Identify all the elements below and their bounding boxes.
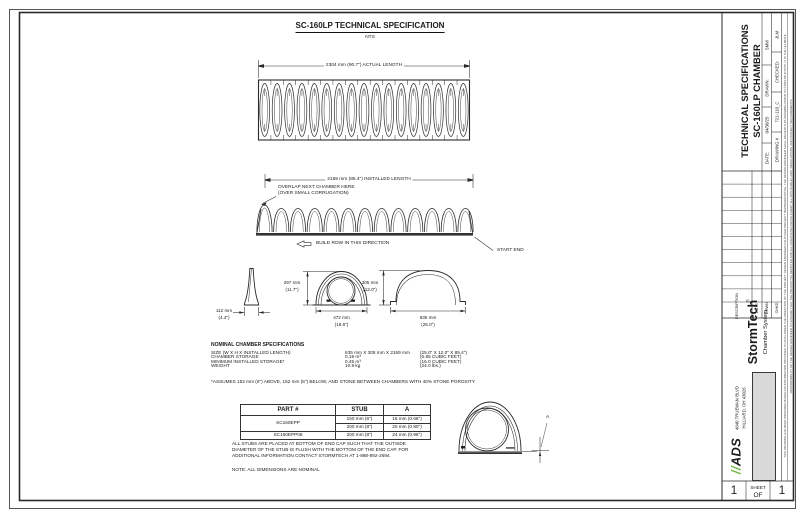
chamber-height-mm: 305 mm [361,280,379,285]
spec-row-size: SIZE (W X H X INSTALLED LENGTH) 635 mm X… [211,350,467,355]
top-view-length-dim: 2304 mm (90.7") ACTUAL LENGTH [323,62,405,68]
spec-metric: 0.19 m³ [345,354,361,359]
col-header-part: PART # [240,404,336,416]
part-number-cell: SC160EPP08 [240,430,336,440]
col-header-stub: STUB [335,404,384,416]
col-header-a: A [383,404,431,416]
stub-cell: 150 mm (6") [335,414,384,424]
brand-registered-mark: ® [745,299,750,303]
endcap-width-in: (18.6") [334,322,349,327]
a-cell: 24 mm (0.96") [383,430,431,440]
disclaimer-column1: THIS DRAWING HAS BEEN PREPARED BASED ON … [782,34,787,458]
spec-imperial: (16.0 CUBIC FEET) [420,358,462,364]
address-line2: HILLIARD, OH 43026 [741,387,747,429]
top-view-drawing [257,60,471,141]
stub-note-line2: DIAMETER OF THE STUB IS FLUSH WITH THE B… [232,447,409,453]
spec-metric: 635 mm X 305 mm X 2169 mm [345,349,410,355]
chamber-width-in: (25.0") [421,322,435,327]
parts-table: PART # STUB A SC160EPP 150 mm (6") 16 mm… [240,404,431,440]
cross-sections [233,268,466,316]
checked-label: CHECKED: [774,60,779,84]
side-view-drawing [256,174,494,251]
checked-value: JLM [774,30,779,40]
ads-logo-text: ADS [728,437,744,467]
overlap-note-line1: OVERLAP NEXT CHAMBER HERE [278,184,355,190]
stub-cell: 200 mm (8") [335,422,384,432]
stub-note-line1: ALL STUBS ARE PLACED AT BOTTOM OF END CA… [232,441,406,446]
endcap-height-mm: 297 mm [283,280,301,285]
rev-chkd-header: CHKD [774,302,779,314]
foot-width-mm: 112 mm [215,307,233,313]
sheet-label: SHEET [750,484,766,490]
titleblock-gray-panel [752,372,776,481]
brand-name: StormTech [746,299,760,365]
endcap-detail-drawing [458,401,549,463]
rev-description-header: DESCRIPTION [735,293,739,319]
table-row: SC160EPP08 200 mm (8") 24 mm (0.96") [240,430,431,440]
spec-imperial: (25.0" X 12.0" X 85.4") [420,349,467,355]
part-number-cell: SC160EPP [240,414,336,432]
sheet-number: 1 [730,484,738,497]
endcap-height-in: (11.7") [285,287,299,292]
spec-label: MINIMUM INSTALLED STORAGE* [211,358,285,364]
endcap-width-mm: 472 mm [333,315,350,320]
titleblock-title-line2: SC-160LP CHAMBER [752,44,762,138]
title-block-grid [722,12,794,501]
build-direction-note: BUILD ROW IN THIS DIRECTION [316,241,390,247]
sheet-total: 1 [778,484,786,497]
spec-label: CHAMBER STORAGE [211,354,259,359]
detail-a-label: A [546,415,550,420]
spec-imperial: (6.85 CUBIC FEET) [420,354,462,359]
drawing-number-value: 721-110_C [774,101,779,123]
date-value: 04/30/25 [764,116,769,134]
date-label: DATE: [764,151,769,165]
scale-note: NTS [365,34,375,40]
spec-row-storage: CHAMBER STORAGE 0.19 m³ (6.85 CUBIC FEET… [211,354,461,359]
a-cell: 16 mm (0.66") [383,414,431,424]
chamber-height-in: (12.0") [363,287,377,292]
stub-note-line3: ADDITIONAL INFORMATION CONTACT STORMTECH… [232,453,391,459]
spec-row-min-storage: MINIMUM INSTALLED STORAGE* 0.45 m³ (16.0… [211,359,461,364]
spec-metric: 0.45 m³ [345,358,361,364]
page-title: SC-160LP TECHNICAL SPECIFICATION [295,21,445,33]
sheet-of-label: OF [753,491,763,499]
drawn-value: SMW [764,39,769,51]
overlap-note-line2: (OVER SMALL CORRUGATION) [278,191,349,196]
disclaimer-column2: RESPONSIBILITY OF THE DESIGN ENGINEER TO… [788,98,793,394]
spec-imperial: (24.0 lbs.) [420,363,441,368]
foot-width-in: (4.4") [218,314,230,320]
specs-footnote: *ASSUMES 152 mm (6") ABOVE, 152 mm (6") … [211,379,476,384]
address-line1: 4640 TRUEMAN BLVD [734,385,740,431]
start-end-label: START END [497,248,524,253]
parts-table-header-row: PART # STUB A [240,404,431,416]
spec-label: SIZE (W X H X INSTALLED LENGTH) [211,349,291,355]
spec-row-weight: WEIGHT 10.9 kg (24.0 lbs.) [211,363,441,368]
drawn-label: DRAWN: [764,79,769,97]
drawing-number-label: DRAWING # [774,137,779,163]
ads-logo-slashes: // [728,466,744,475]
specs-heading: NOMINAL CHAMBER SPECIFICATIONS [211,342,305,348]
chamber-width-mm: 635 mm [419,315,437,320]
sheet-border [9,9,796,509]
spec-metric: 10.9 kg [345,363,361,368]
table-row: SC160EPP 150 mm (6") 16 mm (0.66") [240,414,431,432]
a-cell: 20 mm (0.80") [383,422,431,432]
stub-cell: 200 mm (8") [335,430,384,440]
nominal-dimensions-note: NOTE: ALL DIMENSIONS ARE NOMINAL [232,466,320,472]
side-view-length-dim: 2169 mm (85.4") INSTALLED LENGTH [325,176,413,182]
titleblock-title-line1: TECHNICAL SPECIFICATIONS [739,24,750,158]
brand-tagline: Chamber System [762,309,769,355]
spec-label: WEIGHT [211,363,230,368]
